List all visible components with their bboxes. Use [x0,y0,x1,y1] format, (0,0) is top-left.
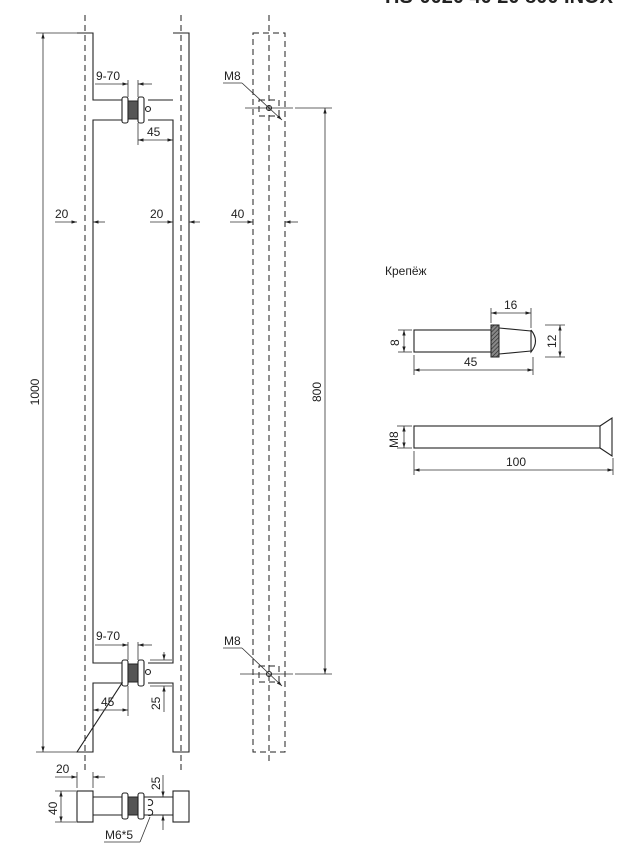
dim-glass-range-top: 9-70 [96,69,120,83]
dim-bottom-height: 40 [46,801,60,815]
dim-standoff-top: 45 [147,125,161,139]
dim-post-width-right: 20 [150,207,164,221]
dim-depth: 40 [231,207,245,221]
dim-standoff-bottom: 45 [101,695,115,709]
dim-overall-length: 1000 [28,378,42,405]
dim-center-distance: 800 [310,382,324,402]
dim-fastener-2-thread: M8 [387,431,401,448]
dim-sleeve-length: 16 [504,298,518,312]
front-view: 1000 20 20 9-70 45 9-70 45 25 [28,15,200,762]
connector-bottom [121,659,152,687]
label-screw: M6*5 [105,828,133,842]
dim-glass-range-bottom: 9-70 [96,629,120,643]
bottom-view: 20 40 25 M6*5 [46,762,190,843]
fasteners-heading: Крепёж [385,264,427,278]
label-thread-bottom: M8 [224,634,241,648]
dim-fastener-2-length: 100 [506,455,526,469]
dim-sleeve-diameter: 12 [545,334,559,348]
dim-post-width-left: 20 [55,207,69,221]
connector-top [121,96,152,124]
fastener-1: 16 8 12 45 [388,298,565,375]
dim-fastener-1-length: 45 [464,355,478,369]
fastener-2: M8 100 [387,416,614,475]
side-view: 40 M8 M8 800 [223,15,332,762]
left-post [75,32,124,753]
dim-bottom-diameter: 25 [149,776,163,790]
label-thread-top: M8 [224,69,241,83]
right-post [148,32,190,753]
dim-bottom-width: 20 [56,762,70,776]
dim-standoff-diameter: 25 [149,696,163,710]
dim-fastener-1-diameter: 8 [388,339,402,346]
